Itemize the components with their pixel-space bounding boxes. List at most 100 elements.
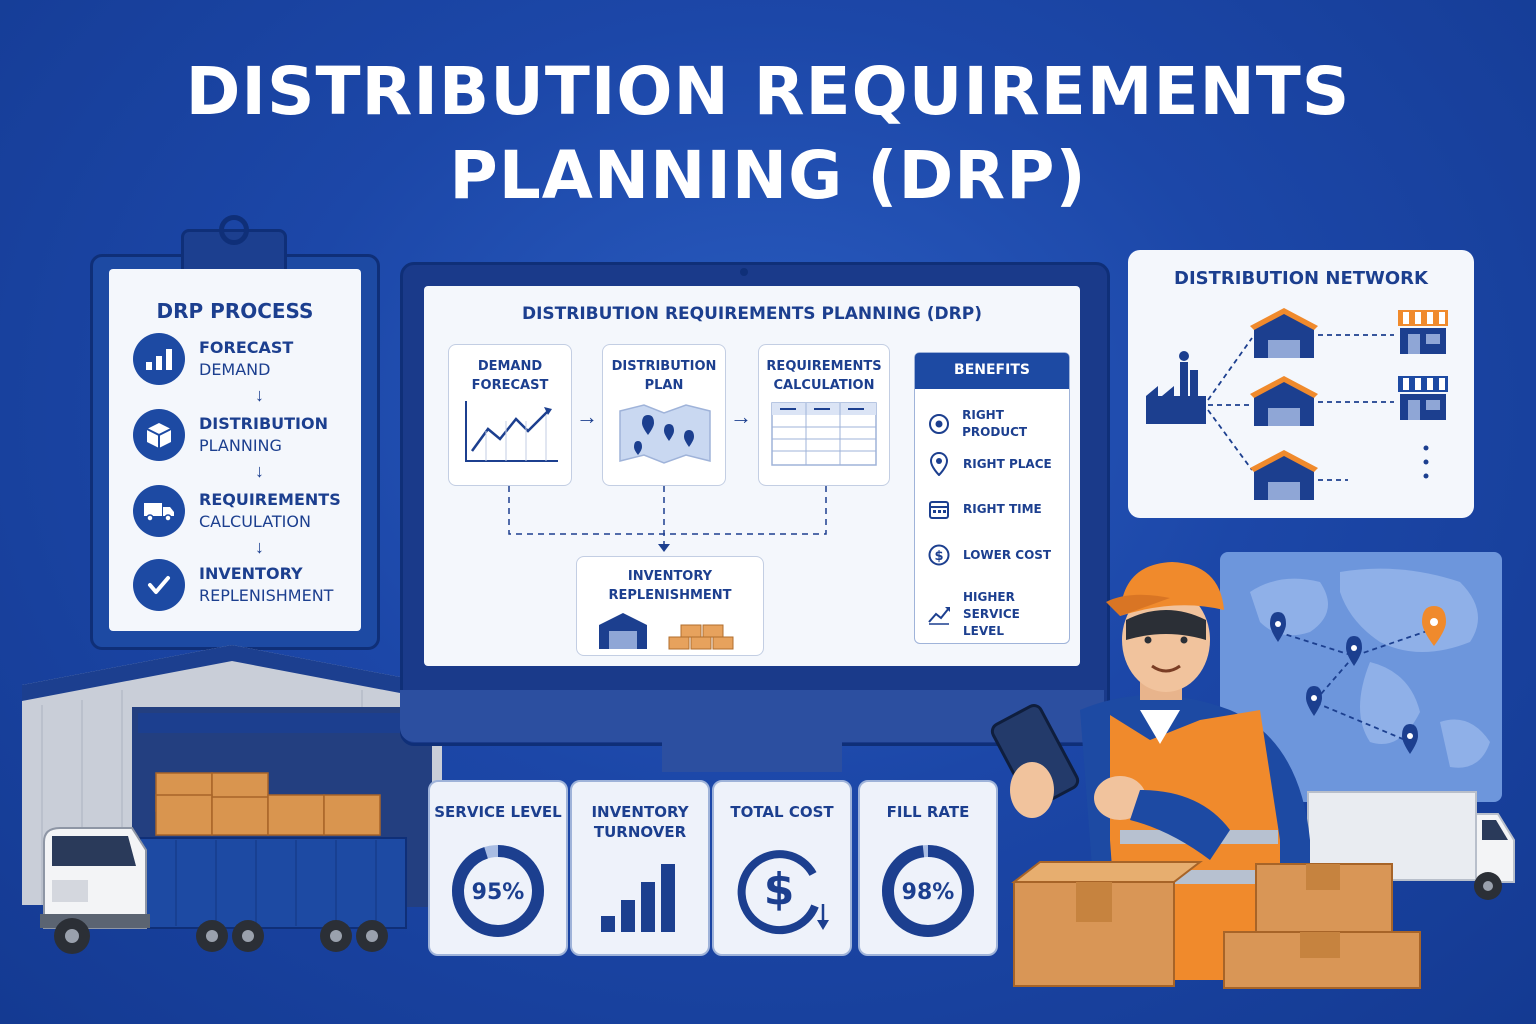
box-3-line1: REQUIREMENTS — [766, 359, 882, 374]
kpi-1-line1: SERVICE LEVEL — [434, 803, 562, 821]
kpi-inventory-turnover: INVENTORY TURNOVER — [570, 780, 710, 956]
svg-text:$: $ — [764, 864, 795, 915]
distribution-plan-box: DISTRIBUTION PLAN — [602, 344, 726, 486]
dashed-connectors — [508, 486, 827, 552]
more-dots-icon — [1423, 445, 1429, 479]
kpi-total-cost: TOTAL COST $ — [712, 780, 852, 956]
check-icon — [133, 559, 185, 611]
svg-text:$: $ — [934, 549, 943, 564]
location-pin-icon — [1402, 724, 1418, 754]
kpi-2-line2: TURNOVER — [593, 823, 687, 841]
step-2-bold: DISTRIBUTION — [199, 414, 328, 433]
location-pin-icon — [1422, 606, 1446, 646]
process-step-distribution: DISTRIBUTION PLANNING — [133, 409, 328, 461]
down-arrow-icon: ↓ — [255, 385, 264, 405]
inventory-replenishment-box: INVENTORY REPLENISHMENT — [576, 556, 764, 656]
benefit-5-label-line2: LEVEL — [963, 624, 1004, 638]
step-1-rest: DEMAND — [199, 360, 271, 379]
monitor-camera — [740, 268, 748, 276]
cardboard-boxes-illustration — [1011, 861, 1421, 989]
kpi-service-level: SERVICE LEVEL 95% — [428, 780, 568, 956]
step-4-rest: REPLENISHMENT — [199, 586, 334, 605]
benefit-right-product: RIGHT PRODUCT — [915, 407, 1069, 441]
delivery-truck-illustration — [40, 827, 407, 954]
replenish-line1: INVENTORY — [627, 569, 713, 584]
drp-process-clipboard: DRP PROCESS FORECAST DEMAND ↓ DISTRIBUTIO… — [90, 215, 380, 650]
benefit-2-label: RIGHT PLACE — [963, 456, 1052, 471]
world-map-panel — [1220, 552, 1502, 802]
step-2-rest: PLANNING — [199, 436, 282, 455]
benefit-5-label-line1: HIGHER SERVICE — [963, 590, 1020, 621]
monitor-heading: DISTRIBUTION REQUIREMENTS PLANNING (DRP) — [521, 304, 982, 324]
network-diagram — [1146, 308, 1448, 500]
cardboard-box — [1255, 863, 1393, 935]
truck-icon — [133, 485, 185, 537]
benefit-lower-cost: $ LOWER COST — [915, 543, 1069, 567]
monitor-screen: DISTRIBUTION REQUIREMENTS PLANNING (DRP)… — [424, 286, 1080, 666]
step-1-bold: FORECAST — [199, 338, 294, 357]
benefit-3-label: RIGHT TIME — [963, 501, 1042, 516]
warehouse-icon — [1250, 450, 1318, 500]
box-icon — [133, 409, 185, 461]
process-step-forecast: FORECAST DEMAND — [133, 333, 293, 385]
bar-chart-icon — [601, 864, 675, 932]
down-arrow-icon: ↓ — [255, 537, 264, 557]
location-pin-icon — [1306, 686, 1322, 716]
benefit-right-time: RIGHT TIME — [915, 497, 1069, 521]
benefit-4-label: LOWER COST — [963, 547, 1052, 562]
benefit-1-label: RIGHT PRODUCT — [962, 408, 1028, 439]
line-chart-icon — [465, 401, 558, 462]
process-step-requirements: REQUIREMENTS CALCULATION — [133, 485, 341, 537]
step-3-rest: CALCULATION — [199, 512, 311, 531]
demand-forecast-box: DEMAND FORECAST — [448, 344, 572, 486]
kpi-4-value: 98% — [902, 880, 955, 905]
box-1-line1: DEMAND — [477, 359, 543, 374]
calendar-icon — [927, 497, 951, 521]
store-icon — [1398, 376, 1448, 420]
benefit-right-place: RIGHT PLACE — [915, 452, 1069, 476]
kpi-3-line1: TOTAL COST — [730, 803, 834, 821]
step-3-bold: REQUIREMENTS — [199, 490, 341, 509]
factory-icon — [1146, 351, 1206, 424]
process-step-inventory: INVENTORY REPLENISHMENT — [133, 559, 333, 611]
warehouse-icon — [1250, 308, 1318, 358]
box-1-line2: FORECAST — [471, 378, 549, 393]
kpi-1-value: 95% — [472, 880, 525, 905]
clipboard-paper: DRP PROCESS FORECAST DEMAND ↓ DISTRIBUTIO… — [109, 269, 361, 631]
kpi-fill-rate: FILL RATE 98% — [858, 780, 998, 956]
kpi-2-line1: INVENTORY — [591, 803, 689, 821]
step-4-bold: INVENTORY — [199, 564, 303, 583]
cardboard-box — [1223, 931, 1421, 989]
distribution-network-panel: DISTRIBUTION NETWORK — [1128, 250, 1474, 518]
benefits-header — [915, 353, 1069, 389]
benefit-higher-service: HIGHER SERVICE LEVEL — [915, 589, 1069, 640]
location-pin-icon — [1270, 612, 1286, 642]
location-pin-icon — [927, 452, 951, 476]
benefits-panel: BENEFITS RIGHT PRODUCT RIGHT PLACE RIGHT… — [914, 352, 1070, 644]
monitor-bezel-bottom — [400, 690, 1104, 742]
network-heading: DISTRIBUTION NETWORK — [1174, 268, 1428, 289]
table-icon — [771, 402, 877, 466]
map-icon — [619, 404, 711, 464]
process-heading: DRP PROCESS — [156, 299, 314, 323]
kpi-4-line1: FILL RATE — [886, 803, 970, 821]
page-title-line1: DISTRIBUTION REQUIREMENTS — [185, 53, 1351, 130]
replenish-line2: REPLENISHMENT — [608, 588, 732, 603]
box-2-line1: DISTRIBUTION — [611, 359, 717, 374]
monitor-stand — [662, 742, 842, 772]
requirements-calculation-box: REQUIREMENTS CALCULATION — [758, 344, 890, 486]
down-arrow-icon: ↓ — [255, 461, 264, 481]
location-pin-icon — [1346, 636, 1362, 666]
benefits-heading: BENEFITS — [954, 362, 1030, 378]
clipboard-ring — [219, 215, 249, 245]
store-icon — [1398, 310, 1448, 354]
service-level-ring: 95% — [452, 845, 544, 937]
warehouse-icon — [1250, 376, 1318, 426]
box-2-line2: PLAN — [644, 378, 684, 393]
dollar-down-icon: $ — [737, 850, 829, 935]
box-3-line2: CALCULATION — [773, 378, 875, 393]
bar-chart-icon — [133, 333, 185, 385]
trend-up-icon — [927, 603, 951, 627]
flow-arrow-icon: → — [730, 404, 752, 429]
warehouse-boxes-icon — [599, 613, 734, 650]
